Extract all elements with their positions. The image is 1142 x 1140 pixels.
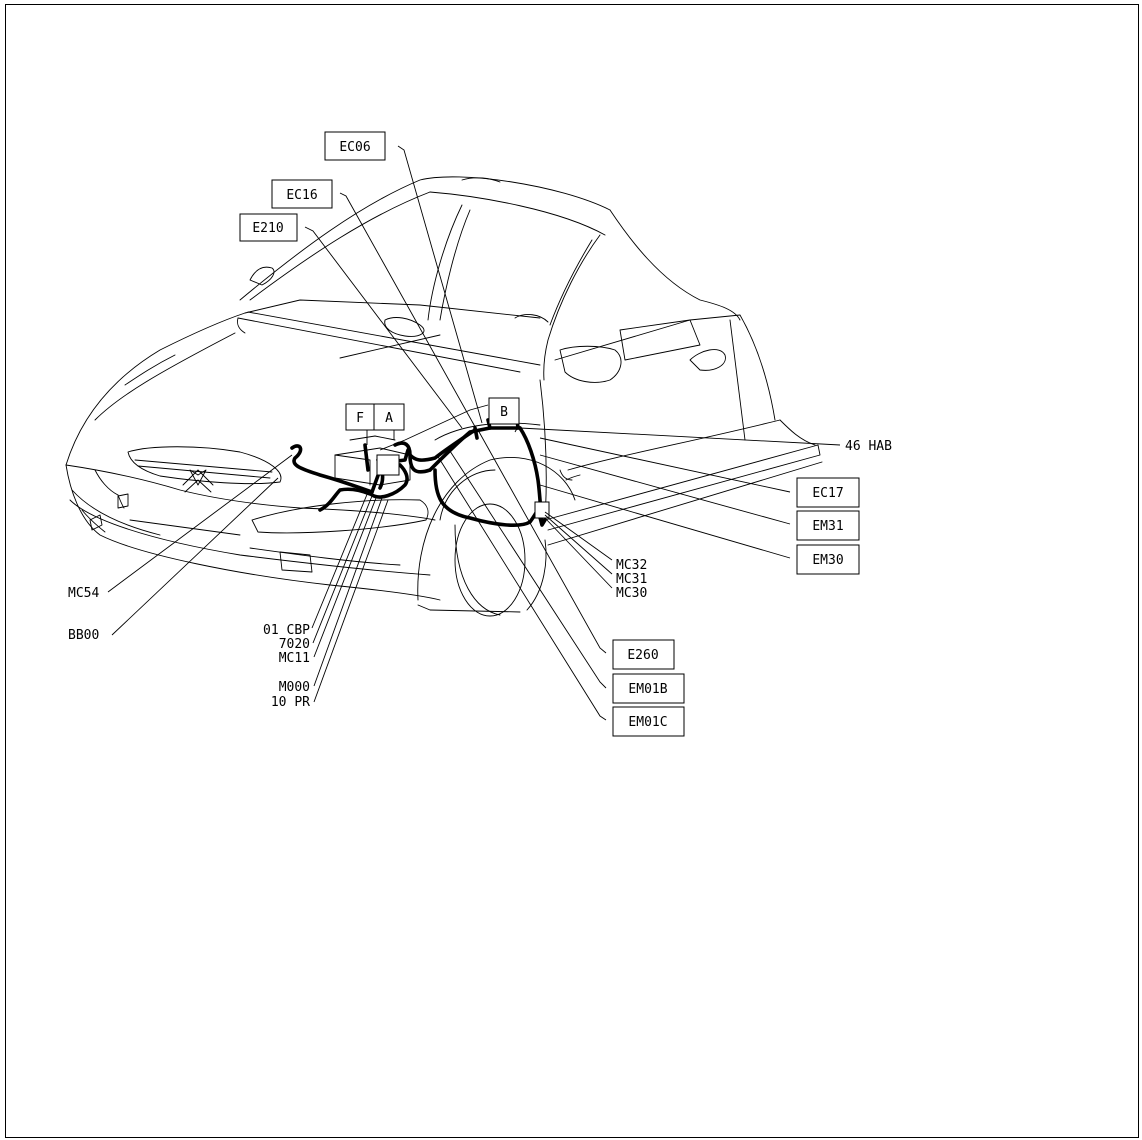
page-frame: [5, 4, 1139, 1138]
connector-block: [376, 454, 400, 476]
label-m000: M000: [279, 680, 310, 695]
label-mc31: MC31: [616, 572, 647, 587]
label-em01c: EM01C: [612, 706, 685, 737]
svg-text:EC16: EC16: [286, 188, 317, 203]
label-em01b: EM01B: [612, 673, 685, 704]
label-e210: E210: [239, 213, 298, 242]
label-7020: 7020: [279, 637, 310, 652]
leader-lines: [107, 145, 841, 721]
svg-text:E210: E210: [252, 221, 283, 236]
label-10-pr: 10 PR: [271, 695, 310, 710]
svg-text:B: B: [500, 405, 508, 420]
svg-text:A: A: [385, 411, 393, 426]
label-em31: EM31: [796, 510, 860, 541]
label-mc30: MC30: [616, 586, 647, 601]
label-e260: E260: [612, 639, 675, 670]
label-bb00: BB00: [68, 628, 99, 643]
label-a: A: [373, 403, 405, 431]
svg-text:EM31: EM31: [812, 519, 843, 534]
label-em30: EM30: [796, 544, 860, 575]
car-outline: [65, 176, 823, 617]
svg-text:EM01C: EM01C: [628, 715, 667, 730]
label-ec16: EC16: [271, 179, 333, 209]
label-ec17: EC17: [796, 477, 860, 508]
connector-mc3x: [534, 501, 550, 519]
label-01-cbp: 01 CBP: [263, 623, 310, 638]
label-f: F: [345, 403, 375, 431]
svg-text:EM30: EM30: [812, 553, 843, 568]
svg-text:E260: E260: [627, 648, 658, 663]
label-mc11: MC11: [279, 651, 310, 666]
label-b: B: [488, 397, 520, 425]
label-46-hab: 46 HAB: [845, 439, 892, 454]
svg-text:EC17: EC17: [812, 486, 843, 501]
label-ec06: EC06: [324, 131, 386, 161]
svg-text:EC06: EC06: [339, 140, 370, 155]
svg-text:F: F: [356, 411, 364, 426]
relay-box: [334, 435, 550, 519]
label-mc54: MC54: [68, 586, 99, 601]
label-mc32: MC32: [616, 558, 647, 573]
svg-text:EM01B: EM01B: [628, 682, 667, 697]
